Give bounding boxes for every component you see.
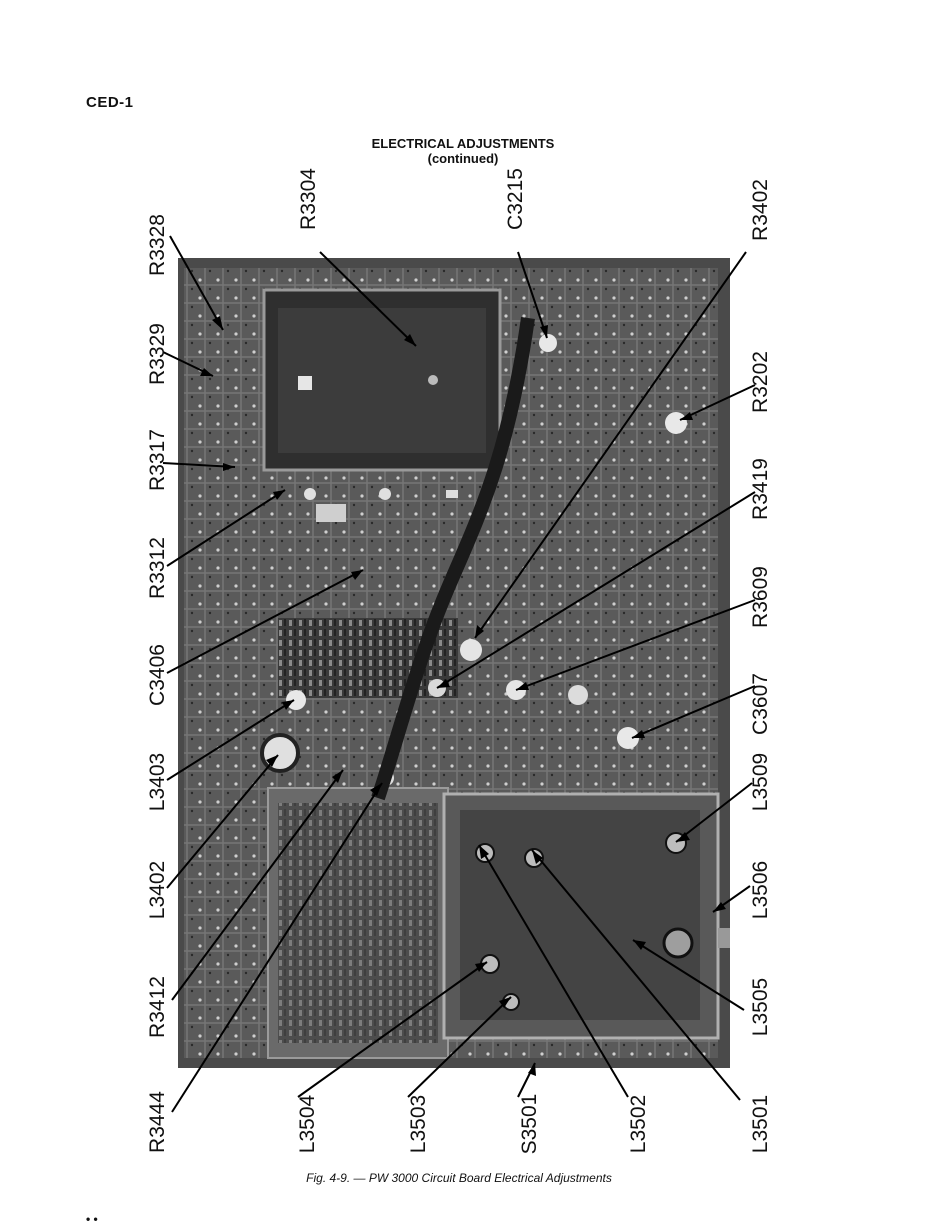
callout-r3412: R3412 [146, 947, 170, 1067]
callout-c3215: C3215 [504, 139, 528, 259]
callout-l3506: L3506 [749, 830, 773, 950]
callout-r3419: R3419 [749, 429, 773, 549]
callout-r3444: R3444 [146, 1062, 170, 1182]
callout-c3406: C3406 [146, 615, 170, 735]
figure-caption: Fig. 4-9. — PW 3000 Circuit Board Electr… [0, 1171, 918, 1185]
callout-r3329: R3329 [146, 294, 170, 414]
callout-r3402: R3402 [749, 150, 773, 270]
callout-l3502: L3502 [627, 1064, 651, 1184]
callout-s3501: S3501 [518, 1064, 542, 1184]
callout-r3609: R3609 [749, 537, 773, 657]
callout-r3312: R3312 [146, 508, 170, 628]
callout-l3503: L3503 [407, 1064, 431, 1184]
footer-marks: • • [86, 1212, 98, 1226]
callout-l3505: L3505 [749, 947, 773, 1067]
callout-l3509: L3509 [749, 722, 773, 842]
callout-l3504: L3504 [296, 1064, 320, 1184]
callout-r3304: R3304 [297, 139, 321, 259]
callout-l3403: L3403 [146, 722, 170, 842]
callout-r3202: R3202 [749, 322, 773, 442]
callout-l3402: L3402 [146, 830, 170, 950]
callout-r3317: R3317 [146, 400, 170, 520]
callout-l3501: L3501 [749, 1064, 773, 1184]
callout-r3328: R3328 [146, 185, 170, 305]
